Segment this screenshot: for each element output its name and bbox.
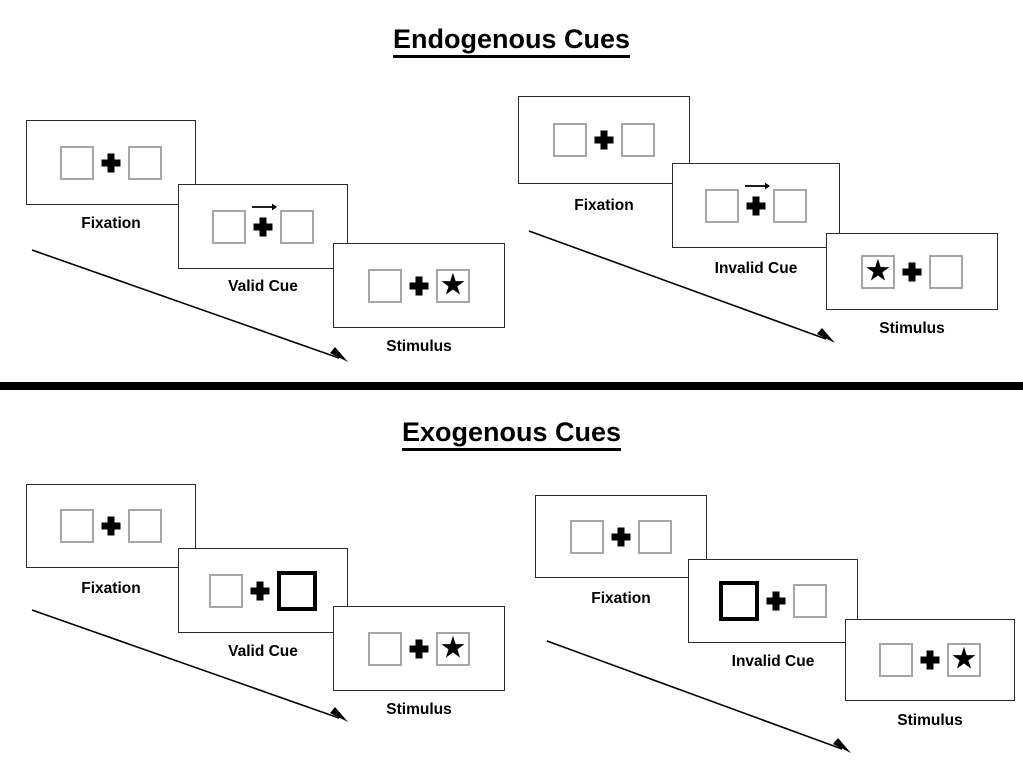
placeholder-box-right xyxy=(638,519,672,554)
placeholder-box-left xyxy=(553,123,587,157)
display-row xyxy=(179,185,347,268)
stage-label-endogenous-valid-stimulus: Stimulus xyxy=(386,338,452,355)
target-star-icon: ★ xyxy=(864,253,892,287)
display-row xyxy=(673,164,839,247)
fixation-cross-icon xyxy=(587,123,621,157)
display-row: ★ xyxy=(827,234,997,309)
section-title-endogenous-text: Endogenous Cues xyxy=(392,24,630,58)
fixation-cross-icon xyxy=(895,255,929,289)
placeholder-box-right xyxy=(128,509,162,543)
placeholder-box-left xyxy=(60,509,94,543)
placeholder-box-right xyxy=(280,209,314,244)
placeholder-box-left xyxy=(60,145,94,180)
fixation-cross-icon xyxy=(246,210,280,244)
trial-frame-exogenous-valid-fixation xyxy=(26,484,196,568)
display-row xyxy=(27,485,195,567)
display-row: ★ xyxy=(334,607,504,690)
stage-label-endogenous-valid-cue: Valid Cue xyxy=(228,278,298,295)
display-row xyxy=(689,560,857,642)
trial-frame-endogenous-invalid-fixation xyxy=(518,96,690,184)
stage-label-exogenous-invalid-fixation: Fixation xyxy=(591,590,651,607)
stage-label-exogenous-valid-stimulus: Stimulus xyxy=(386,701,452,718)
trial-frame-exogenous-invalid-fixation xyxy=(535,495,707,578)
placeholder-box-right xyxy=(773,188,807,223)
trial-frame-endogenous-invalid-cue xyxy=(672,163,840,248)
placeholder-box-left xyxy=(368,268,402,303)
arrow-right-icon xyxy=(744,181,770,191)
placeholder-box-right xyxy=(929,254,963,289)
cue-box-left xyxy=(719,581,759,621)
placeholder-box-left xyxy=(879,643,913,677)
fixation-cross-icon xyxy=(759,584,793,618)
target-box-right: ★ xyxy=(947,643,981,677)
fixation-cross-icon xyxy=(739,189,773,223)
placeholder-box-right xyxy=(128,145,162,180)
stage-label-endogenous-invalid-cue: Invalid Cue xyxy=(714,260,798,277)
placeholder-box-left xyxy=(368,631,402,666)
fixation-cross-icon xyxy=(94,509,128,543)
target-star-icon: ★ xyxy=(439,630,467,664)
fixation-cross-icon xyxy=(402,632,436,666)
placeholder-box-left xyxy=(570,519,604,554)
fixation-cross-icon xyxy=(604,520,638,554)
trial-frame-endogenous-valid-cue xyxy=(178,184,348,269)
stage-label-exogenous-valid-fixation: Fixation xyxy=(81,580,141,597)
placeholder-box-left xyxy=(209,573,243,608)
placeholder-box-left xyxy=(212,209,246,244)
fixation-cross-icon xyxy=(402,269,436,303)
placeholder-box-right xyxy=(793,584,827,618)
trial-frame-endogenous-valid-fixation xyxy=(26,120,196,205)
placeholder-box-left xyxy=(705,188,739,223)
target-box-left: ★ xyxy=(861,253,895,289)
target-box-right: ★ xyxy=(436,630,470,666)
display-row xyxy=(536,496,706,577)
stage-label-exogenous-invalid-stimulus: Stimulus xyxy=(897,712,963,729)
stage-label-endogenous-valid-fixation: Fixation xyxy=(81,215,141,232)
stage-label-endogenous-invalid-fixation: Fixation xyxy=(574,197,634,214)
section-title-exogenous-text: Exogenous Cues xyxy=(401,417,622,451)
display-row xyxy=(519,97,689,183)
trial-frame-endogenous-invalid-stimulus: ★ xyxy=(826,233,998,310)
trial-frame-endogenous-valid-stimulus: ★ xyxy=(333,243,505,328)
arrow-right-icon xyxy=(251,202,277,212)
display-row xyxy=(179,549,347,632)
display-row: ★ xyxy=(334,244,504,327)
trial-frame-exogenous-invalid-cue xyxy=(688,559,858,643)
section-title-endogenous: Endogenous Cues xyxy=(0,24,1023,58)
display-row: ★ xyxy=(846,620,1014,700)
display-row xyxy=(27,121,195,204)
trial-frame-exogenous-invalid-stimulus: ★ xyxy=(845,619,1015,701)
fixation-cross-icon xyxy=(913,643,947,677)
target-star-icon: ★ xyxy=(950,642,978,676)
section-divider xyxy=(0,382,1023,390)
stage-label-exogenous-invalid-cue: Invalid Cue xyxy=(731,653,815,670)
fixation-cross-icon xyxy=(243,574,277,608)
stage-label-exogenous-valid-cue: Valid Cue xyxy=(228,643,298,660)
target-star-icon: ★ xyxy=(439,267,467,301)
placeholder-box-right xyxy=(621,123,655,157)
trial-frame-exogenous-valid-stimulus: ★ xyxy=(333,606,505,691)
fixation-cross-icon xyxy=(94,146,128,180)
section-title-exogenous: Exogenous Cues xyxy=(0,417,1023,451)
stage-label-endogenous-invalid-stimulus: Stimulus xyxy=(879,320,945,337)
trial-frame-exogenous-valid-cue xyxy=(178,548,348,633)
cue-box-right xyxy=(277,570,317,611)
target-box-right: ★ xyxy=(436,267,470,303)
